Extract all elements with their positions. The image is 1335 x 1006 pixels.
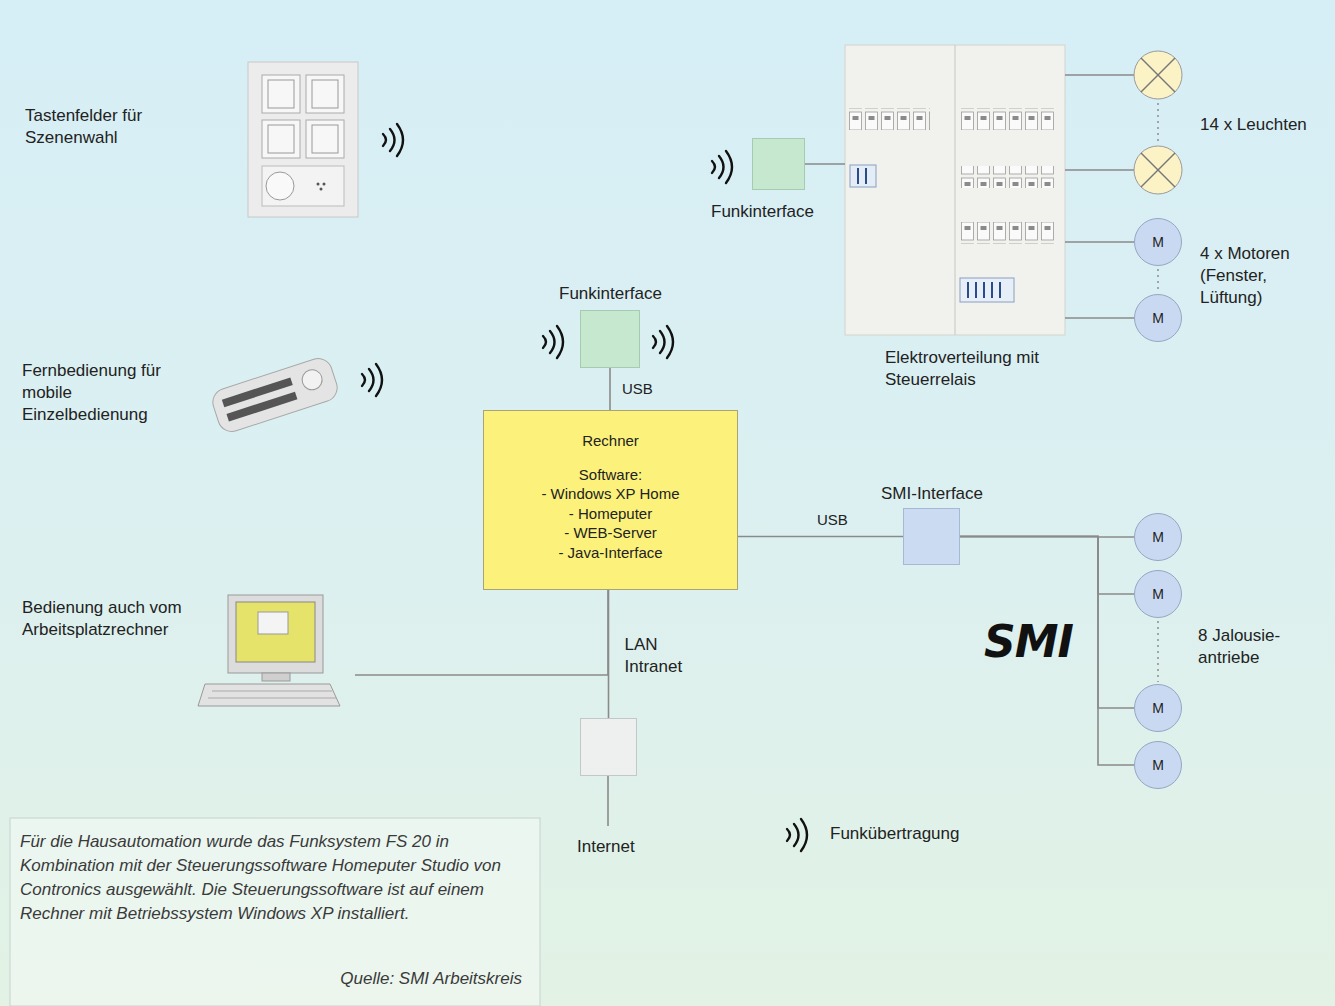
node-label: M — [1152, 233, 1164, 251]
node-label: Fernbedienung für mobile Einzelbedienung — [22, 360, 162, 426]
smi-interface: SMI-Interface — [903, 508, 960, 565]
connector — [1065, 317, 1134, 319]
motor-circle: M — [1134, 218, 1182, 266]
radio-waves — [383, 124, 403, 156]
radio-interface: Funkinterface — [752, 138, 805, 190]
internet-line — [607, 776, 609, 826]
label: 8 Jalousie- antriebe — [1198, 625, 1298, 669]
node-label: Bedienung auch vom Arbeitsplatzrechner — [22, 597, 182, 641]
connector — [609, 368, 611, 410]
connector — [960, 537, 1134, 709]
edge-label: USB — [620, 379, 655, 399]
source-note: Quelle: SMI Arbeitskreis — [290, 968, 522, 990]
device-group: Bedienung auch vom Arbeitsplatzrechner — [20, 595, 355, 710]
motor-circle: M — [1134, 570, 1182, 618]
node-label: Elektroverteilung mit Steuerrelais — [885, 347, 1055, 391]
workstation — [198, 595, 340, 706]
internet-box: Internet — [580, 718, 637, 776]
node-label: Internet — [577, 836, 635, 858]
distribution-board: Elektroverteilung mit Steuerrelais — [845, 45, 1065, 335]
node-label: SMI-Interface — [881, 483, 983, 505]
node-label: Tastenfelder für Szenenwahl — [25, 105, 175, 149]
node-text: - Java-Interface — [484, 543, 737, 563]
switch-panel — [248, 62, 358, 217]
node-label: M — [1152, 309, 1164, 327]
radio-waves — [362, 364, 382, 396]
legend-text: Funkübertragung — [830, 823, 959, 845]
node-text: - Windows XP Home — [484, 484, 737, 504]
motor-circle: M — [1134, 513, 1182, 561]
node-label: Funkinterface — [711, 201, 814, 223]
edge-label: USB — [815, 510, 850, 530]
lamp-symbols — [1065, 51, 1182, 194]
connector — [608, 590, 610, 718]
radio-waves — [712, 151, 732, 183]
node-label: M — [1152, 699, 1164, 717]
label: 4 x Motoren (Fenster, Lüftung) — [1200, 243, 1308, 309]
dotted-line — [1157, 269, 1158, 291]
computer-box: RechnerSoftware:- Windows XP Home- Homep… — [483, 410, 738, 590]
logo: SMI — [984, 618, 1073, 666]
radio-waves — [653, 326, 673, 358]
node-label: Rechner — [484, 431, 737, 451]
node-text: - Homeputer — [484, 504, 737, 524]
dotted-line — [1157, 621, 1158, 682]
label: 14 x Leuchten — [1200, 114, 1335, 136]
distribution-board — [845, 45, 1065, 335]
node-label: M — [1152, 528, 1164, 546]
node-label: Funkinterface — [559, 283, 662, 305]
connector — [738, 536, 903, 538]
connector — [960, 537, 1134, 766]
node-text: Software: — [484, 465, 737, 485]
edge-label: LAN Intranet — [623, 634, 705, 678]
motor-circle: M — [1134, 684, 1182, 732]
motor-circle: M — [1134, 741, 1182, 789]
caption-panel — [10, 818, 540, 1006]
device-group: Tastenfelder für Szenenwahl — [20, 62, 360, 217]
motor-circle: M — [1134, 294, 1182, 342]
node-text: - WEB-Server — [484, 523, 737, 543]
caption: Für die Hausautomation wurde das Funksys… — [20, 830, 525, 927]
remote-control — [209, 355, 341, 435]
legend-waves — [787, 819, 807, 851]
connector — [1065, 241, 1134, 243]
node-label: M — [1152, 756, 1164, 774]
connector — [960, 537, 1134, 595]
connector — [805, 163, 845, 165]
connector — [355, 590, 608, 675]
radio-interface: Funkinterface — [580, 310, 640, 368]
radio-waves — [543, 326, 563, 358]
device-group: Fernbedienung für mobile Einzelbedienung — [20, 355, 342, 435]
node-label: M — [1152, 585, 1164, 603]
